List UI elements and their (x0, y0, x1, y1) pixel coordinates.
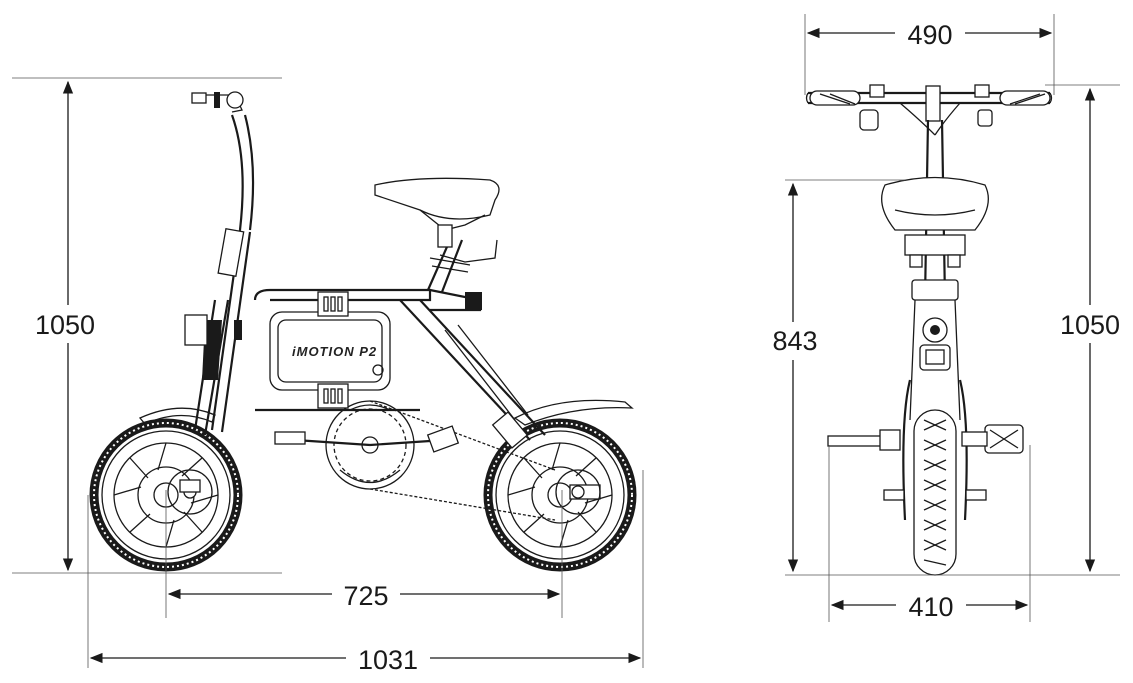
dimension-labels: 1050 725 1031 490 843 1050 410 (20, 17, 1128, 676)
frame-brand-label: iMOTION P2 (292, 344, 377, 359)
seat-height-label: 843 (772, 326, 817, 356)
wheelbase-label: 725 (343, 581, 388, 611)
front-height-label: 1050 (1060, 310, 1120, 340)
rear-wheel (483, 418, 637, 572)
front-width-label: 410 (908, 592, 953, 622)
front-view-bike (805, 84, 1053, 576)
side-height-label: 1050 (35, 310, 95, 340)
length-label: 1031 (358, 645, 418, 675)
side-view-bike: iMOTION P2 (89, 91, 637, 572)
handlebar-width-label: 490 (907, 20, 952, 50)
